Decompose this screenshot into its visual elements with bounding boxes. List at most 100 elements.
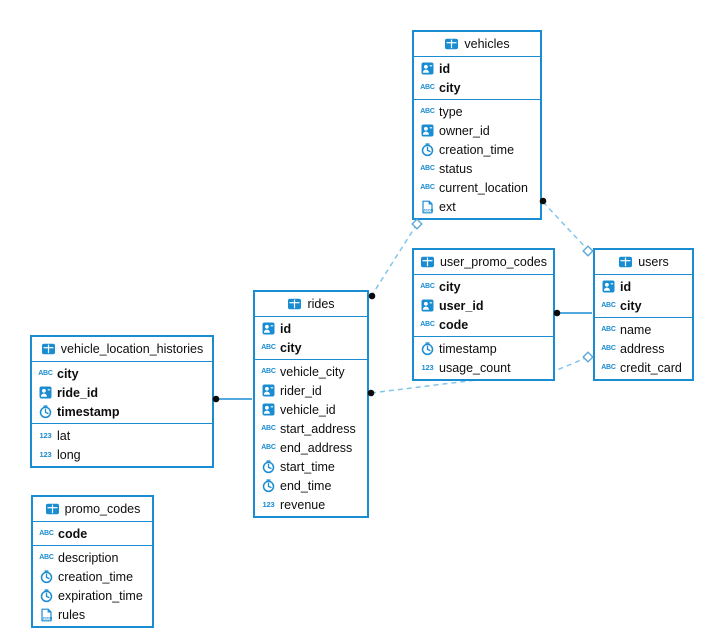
column-label: start_time [280, 459, 335, 474]
number-123-icon: 123 [39, 450, 52, 459]
column-row-timestamp[interactable]: timestamp [414, 339, 553, 358]
relationship-rides-users[interactable] [370, 357, 587, 394]
column-label: vehicle_city [280, 364, 345, 379]
column-label: code [439, 317, 469, 332]
abc-text-icon: ABC [261, 444, 276, 451]
column-label: city [620, 298, 642, 313]
column-label: ride_id [57, 385, 98, 400]
column-row-usage_count[interactable]: 123 usage_count [414, 358, 553, 377]
table-header-users[interactable]: users [595, 250, 692, 275]
column-row-creation_time[interactable]: creation_time [33, 567, 152, 586]
table-header-promo_codes[interactable]: promo_codes [33, 497, 152, 522]
person-id-icon [421, 124, 434, 137]
json-icon: JSON [41, 608, 53, 621]
column-label: id [620, 279, 632, 294]
column-row-user_id[interactable]: user_id [414, 296, 553, 315]
clock-icon [262, 459, 275, 473]
column-row-rider_id[interactable]: rider_id [255, 381, 367, 400]
column-row-id[interactable]: id [255, 319, 367, 338]
person-id-icon [421, 299, 434, 312]
column-label: start_address [280, 421, 356, 436]
table-title: vehicle_location_histories [60, 342, 204, 356]
column-label: status [439, 161, 473, 176]
table-icon [445, 38, 459, 50]
clock-icon [421, 341, 434, 355]
clock-icon [39, 404, 52, 418]
abc-text-icon: ABC [420, 283, 435, 290]
column-row-vehicle_id[interactable]: vehicle_id [255, 400, 367, 419]
column-row-status[interactable]: ABC status [414, 159, 540, 178]
table-header-vehicles[interactable]: vehicles [414, 32, 540, 57]
table-header-user_promo_codes[interactable]: user_promo_codes [414, 250, 553, 275]
abc-text-icon: ABC [601, 364, 616, 371]
column-row-start_time[interactable]: start_time [255, 457, 367, 476]
column-label: name [620, 322, 652, 337]
column-label: owner_id [439, 123, 490, 138]
column-row-owner_id[interactable]: owner_id [414, 121, 540, 140]
number-123-icon: 123 [421, 363, 434, 372]
abc-text-icon: ABC [601, 326, 616, 333]
column-label: end_address [280, 440, 353, 455]
abc-text-icon: ABC [38, 370, 53, 377]
column-row-address[interactable]: ABC address [595, 339, 692, 358]
abc-text-icon: ABC [420, 165, 435, 172]
column-label: long [57, 447, 81, 462]
column-label: code [58, 526, 88, 541]
column-row-name[interactable]: ABC name [595, 320, 692, 339]
table-header-rides[interactable]: rides [255, 292, 367, 317]
column-row-long[interactable]: 123 long [32, 445, 212, 464]
column-row-ride_id[interactable]: ride_id [32, 383, 212, 402]
column-row-creation_time[interactable]: creation_time [414, 140, 540, 159]
column-label: id [439, 61, 451, 76]
table-icon [619, 256, 633, 268]
column-row-timestamp[interactable]: timestamp [32, 402, 212, 421]
column-label: vehicle_id [280, 402, 336, 417]
column-label: revenue [280, 497, 326, 512]
column-row-id[interactable]: id [414, 59, 540, 78]
relationship-vehicles-users[interactable] [542, 201, 588, 250]
column-row-credit_card[interactable]: ABC credit_card [595, 358, 692, 377]
clock-icon [40, 569, 53, 583]
table-icon [41, 343, 55, 355]
number-123-icon: 123 [39, 431, 52, 440]
table-header-vehicle_location_histories[interactable]: vehicle_location_histories [32, 337, 212, 362]
column-label: address [620, 341, 665, 356]
table-title: promo_codes [64, 502, 141, 516]
column-label: credit_card [620, 360, 682, 375]
column-row-end_address[interactable]: ABC end_address [255, 438, 367, 457]
svg-text:JSON: JSON [423, 208, 433, 212]
column-label: id [280, 321, 292, 336]
person-id-icon [262, 322, 275, 335]
column-row-id[interactable]: id [595, 277, 692, 296]
person-id-icon [262, 403, 275, 416]
column-label: usage_count [439, 360, 511, 375]
column-row-end_time[interactable]: end_time [255, 476, 367, 495]
abc-text-icon: ABC [601, 345, 616, 352]
column-row-expiration_time[interactable]: expiration_time [33, 586, 152, 605]
